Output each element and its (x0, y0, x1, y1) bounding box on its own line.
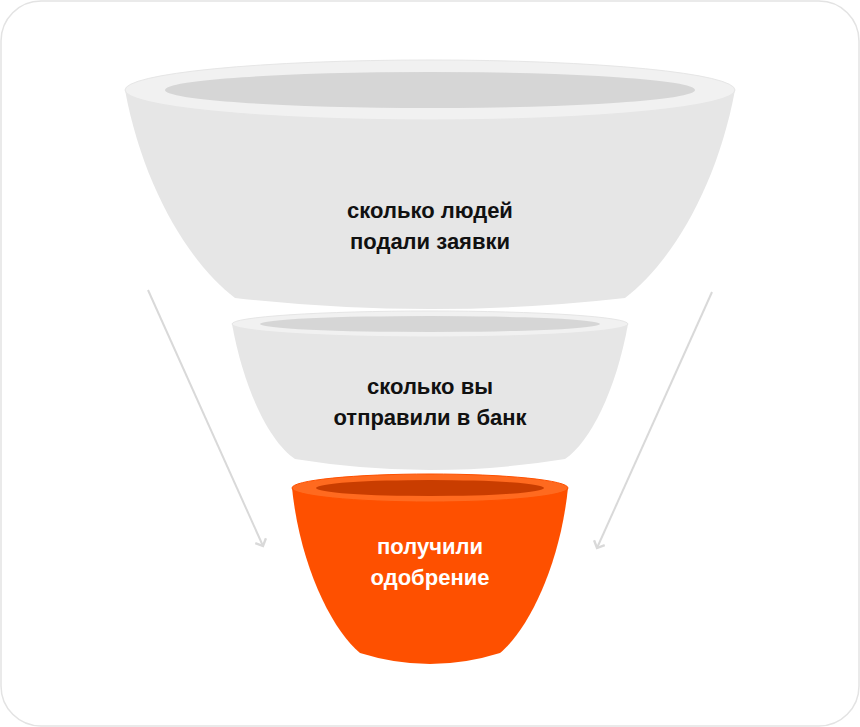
tier-label: сколько вы отправили в банк (310, 371, 550, 433)
funnel-rim (292, 474, 568, 502)
funnel-body (125, 90, 735, 309)
funnel-opening (165, 72, 695, 108)
result-funnel-tier: получили одобрение (292, 474, 568, 668)
tier-label: сколько людей подали заявки (315, 195, 545, 257)
tier-label: получили одобрение (345, 531, 515, 593)
funnel-body (232, 324, 628, 470)
funnel-opening (260, 316, 600, 332)
funnel-opening (316, 480, 544, 496)
funnel-rim (232, 311, 628, 337)
funnel-body (292, 488, 568, 664)
funnel-tier: сколько людей подали заявки (125, 60, 735, 312)
funnel-tier: сколько вы отправили в банк (232, 311, 628, 473)
funnel-rim (125, 60, 735, 120)
funnel-shape (125, 60, 735, 312)
